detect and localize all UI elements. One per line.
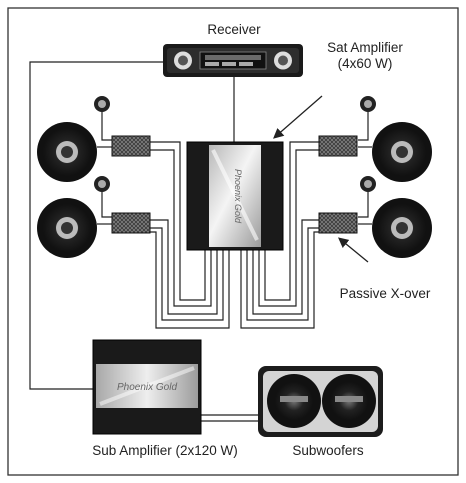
- subwoofer-right: [322, 374, 376, 428]
- tweeter-lead-top-left: [101, 104, 112, 141]
- tweeter-bottom-left: [94, 176, 110, 192]
- sub-amplifier: Phoenix Gold: [92, 339, 202, 435]
- sub-amp-logo: Phoenix Gold: [117, 382, 177, 393]
- crossover-top-left: [111, 135, 151, 157]
- subwoofers-label: Subwoofers: [292, 443, 364, 458]
- sat-amplifier-label: Sat Amplifier: [327, 40, 403, 55]
- subwoofer-box: [258, 366, 383, 437]
- receiver: [163, 44, 303, 77]
- tweeter-top-left: [94, 96, 110, 112]
- tweeter-lead-bottom-right: [358, 184, 369, 218]
- sat-amplifier-power-label: (4x60 W): [337, 56, 393, 71]
- subwoofer-left: [267, 374, 321, 428]
- crossover-bottom-left: [111, 212, 151, 234]
- wires: [29, 61, 372, 422]
- left-top-speaker: [37, 122, 97, 182]
- right-top-speaker: [372, 122, 432, 182]
- left-speaker-wire-bundle: [150, 141, 230, 329]
- sat-amplifier: Phoenix Gold: [186, 141, 284, 251]
- left-bottom-speaker: [37, 198, 97, 258]
- receiver-label: Receiver: [207, 22, 261, 37]
- xover-arrow: [337, 237, 369, 263]
- crossover-top-right: [318, 135, 358, 157]
- tweeter-lead-bottom-left: [101, 184, 112, 218]
- right-bottom-speaker: [372, 198, 432, 258]
- tweeter-lead-top-right: [358, 104, 369, 141]
- sat-amp-arrow: [273, 95, 323, 139]
- sat-amp-logo: Phoenix Gold: [233, 169, 243, 224]
- crossover-bottom-right: [318, 212, 358, 234]
- right-speaker-wire-bundle: [240, 141, 319, 329]
- sub-amplifier-label: Sub Amplifier (2x120 W): [92, 443, 238, 458]
- tweeter-top-right: [360, 96, 376, 112]
- receiver-to-sub-amp-wire: [29, 61, 163, 390]
- tweeter-bottom-right: [360, 176, 376, 192]
- passive-xover-label: Passive X-over: [339, 286, 431, 301]
